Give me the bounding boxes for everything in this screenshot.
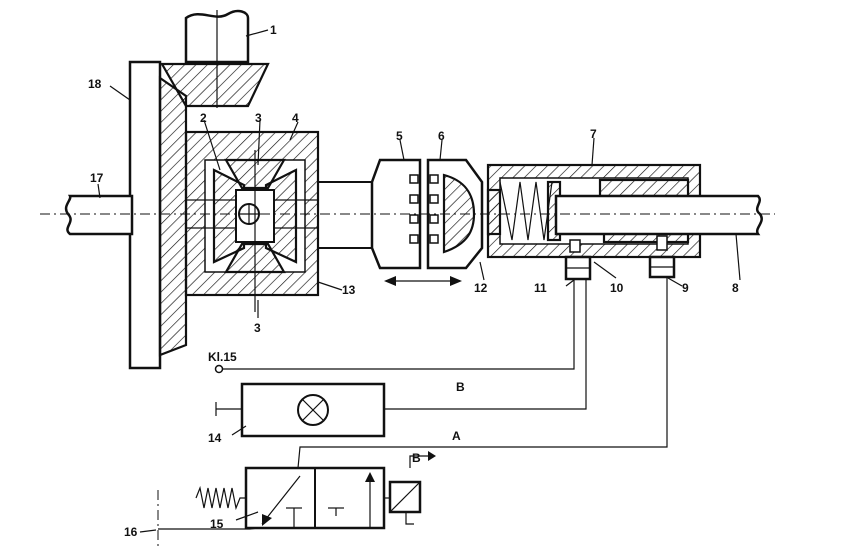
label-3-top: 3	[255, 111, 262, 125]
differential-housing-4	[184, 130, 320, 312]
label-17: 17	[90, 171, 104, 185]
wiring	[214, 277, 668, 469]
leader-lines	[97, 29, 741, 533]
solenoid-valve-15	[195, 451, 436, 530]
label-14: 14	[208, 431, 222, 445]
vehicle-ground-16	[157, 490, 259, 548]
label-15: 15	[210, 517, 224, 531]
terminal-label: Kl.15	[208, 350, 237, 364]
warning-lamp-14	[215, 382, 386, 438]
line-b-valve-label: B	[412, 451, 421, 465]
label-11: 11	[534, 281, 547, 295]
label-6: 6	[438, 129, 445, 143]
label-10: 10	[610, 281, 624, 295]
axle-17	[64, 194, 134, 236]
line-b-lamp-label: B	[456, 380, 465, 394]
label-18: 18	[88, 77, 102, 91]
label-5: 5	[396, 129, 403, 143]
sliding-direction-arrow	[384, 276, 462, 286]
inner-shaft	[186, 181, 372, 249]
label-12: 12	[474, 281, 488, 295]
label-3-bottom: 3	[254, 321, 261, 335]
label-7: 7	[590, 127, 597, 141]
label-2: 2	[200, 111, 207, 125]
ring-gear-18	[128, 60, 188, 370]
output-shaft-8	[40, 194, 775, 236]
label-1: 1	[270, 23, 277, 37]
label-16: 16	[124, 525, 138, 539]
switch-11	[564, 239, 592, 281]
switch-9	[648, 235, 676, 279]
label-8: 8	[732, 281, 739, 295]
label-9: 9	[682, 281, 689, 295]
label-13: 13	[342, 283, 356, 297]
line-a-label: A	[452, 429, 461, 443]
label-4: 4	[292, 111, 299, 125]
